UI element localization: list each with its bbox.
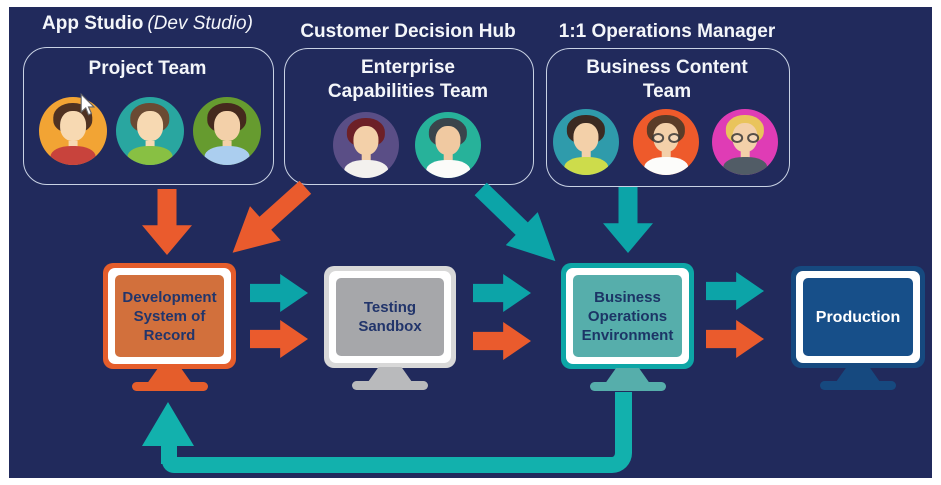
- monitor-base: [589, 382, 666, 391]
- business-content-team-box: [546, 48, 790, 187]
- enterprise-capabilities-team-title: Enterprise Capabilities Team: [327, 57, 489, 102]
- avatar-face: [60, 111, 86, 142]
- avatar-content-1-icon: [553, 109, 619, 175]
- avatar-content-2-icon: [633, 109, 699, 175]
- avatar-project-3-icon: [193, 97, 261, 165]
- group-header-operations-manager: 1:1 Operations Manager: [558, 21, 776, 42]
- loopback-arrow-line: [162, 392, 632, 473]
- monitor-base: [352, 381, 428, 390]
- avatar-content-3-icon: [712, 109, 778, 175]
- monitor-base: [131, 382, 208, 391]
- group-header-app-studio: App Studio(Dev Studio): [23, 13, 272, 35]
- monitor-frame: Development System of Record: [103, 263, 236, 369]
- monitor-screen-label: Business Operations Environment: [573, 275, 682, 357]
- glasses-icon: [731, 133, 759, 144]
- monitor-screen-label: Production: [803, 278, 913, 356]
- monitor-frame: Testing Sandbox: [324, 266, 456, 368]
- loopback-arrow-shaft: [161, 444, 177, 464]
- avatar-project-1-icon: [39, 97, 107, 165]
- avatar-shirt: [50, 145, 96, 165]
- avatar-project-2-icon: [116, 97, 184, 165]
- monitor-stand: [147, 368, 192, 383]
- business-content-team-title: Business Content Team: [586, 57, 748, 102]
- app-studio-label: App Studio: [42, 13, 144, 34]
- monitor-production: Production: [791, 266, 925, 390]
- monitor-screen-label: Development System of Record: [115, 275, 224, 357]
- monitor-base: [820, 381, 896, 390]
- monitor-business-operations-environment: Business Operations Environment: [561, 263, 694, 391]
- dev-studio-label: (Dev Studio): [147, 13, 253, 34]
- enterprise-capabilities-team-box: [284, 48, 534, 185]
- monitor-frame: Business Operations Environment: [561, 263, 694, 369]
- monitor-stand: [836, 367, 880, 382]
- monitor-stand: [605, 368, 650, 383]
- avatar-enterprise-1-icon: [333, 112, 399, 178]
- monitor-development-system-of-record: Development System of Record: [103, 263, 236, 391]
- group-header-customer-decision-hub: Customer Decision Hub: [300, 21, 516, 42]
- project-team-box: [23, 47, 274, 185]
- monitor-testing-sandbox: Testing Sandbox: [324, 266, 456, 390]
- glasses-icon: [652, 133, 680, 144]
- project-team-title: Project Team: [88, 58, 207, 79]
- monitor-frame: Production: [791, 266, 925, 368]
- monitor-screen-label: Testing Sandbox: [336, 278, 444, 356]
- monitor-stand: [368, 367, 412, 382]
- mouse-cursor: [80, 93, 96, 116]
- avatar-enterprise-2-icon: [415, 112, 481, 178]
